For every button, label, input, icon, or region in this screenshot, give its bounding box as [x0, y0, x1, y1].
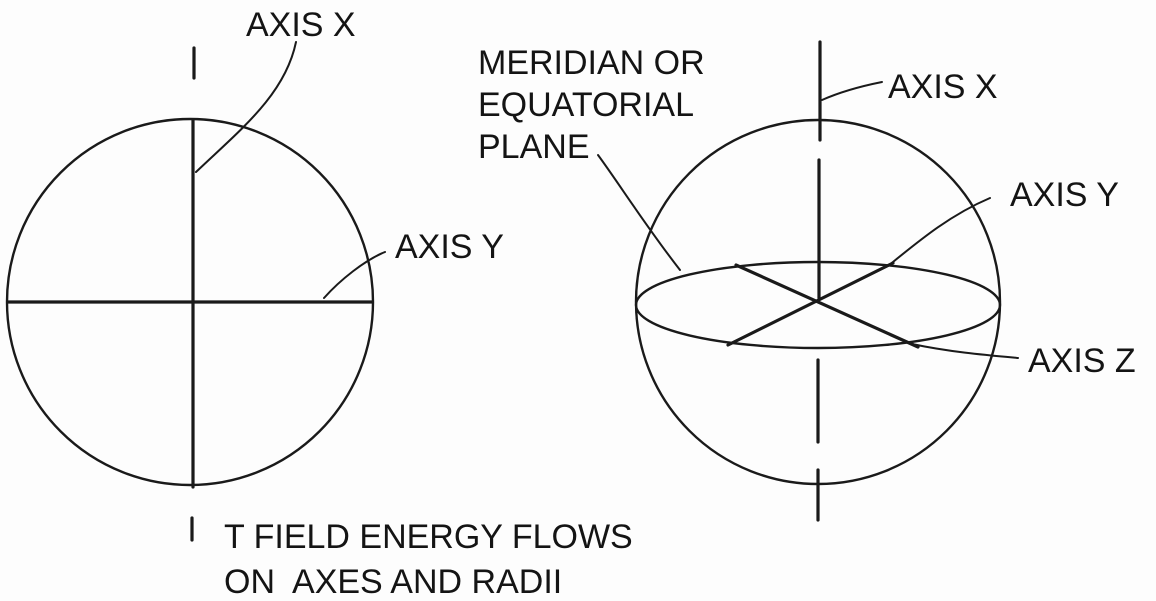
plane-label-line-3: PLANE [478, 128, 590, 166]
right-axis-z-label: AXIS Z [1028, 342, 1136, 380]
left-sphere-figure: AXIS X AXIS Y [5, 6, 504, 542]
right-axis-y-label: AXIS Y [1010, 176, 1119, 214]
plane-label-line-1: MERIDIAN OR [478, 44, 705, 82]
right-axis-z-line [734, 263, 920, 349]
left-axis-x-leader [195, 41, 297, 173]
caption-line-2: ON AXES AND RADII [224, 563, 562, 601]
caption: T FIELD ENERGY FLOWS ON AXES AND RADII [224, 518, 633, 601]
right-axis-z-leader [911, 343, 1019, 359]
right-sphere-figure: MERIDIAN OR EQUATORIAL PLANE AXIS X AXIS… [478, 40, 1136, 522]
right-axis-y-line [726, 261, 895, 347]
right-axis-y-leader [887, 197, 991, 267]
right-axis-x-leader [821, 81, 883, 101]
right-axis-x-label: AXIS X [888, 68, 998, 106]
plane-label-line-2: EQUATORIAL [478, 86, 694, 124]
left-axis-x-label: AXIS X [246, 6, 356, 44]
caption-line-1: T FIELD ENERGY FLOWS [224, 518, 633, 556]
left-axis-y-leader [323, 251, 386, 299]
left-axis-y-label: AXIS Y [395, 228, 504, 266]
plane-leader [597, 154, 681, 271]
